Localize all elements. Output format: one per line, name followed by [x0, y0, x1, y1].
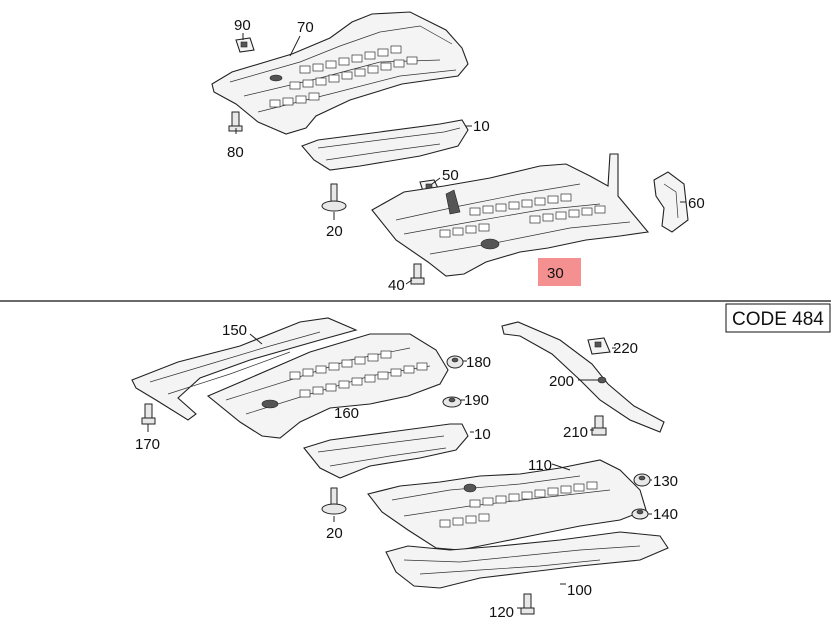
callout-20-lower[interactable]: 20 [326, 525, 343, 542]
part-40-screw[interactable] [410, 263, 425, 285]
callout-labels-upper: 90 70 80 10 50 60 20 30 40 [227, 17, 705, 294]
part-70-panel[interactable] [211, 11, 469, 135]
part-200-brace[interactable] [501, 321, 665, 433]
part-220-clip[interactable] [587, 337, 611, 355]
callout-90[interactable]: 90 [234, 17, 251, 34]
callout-30[interactable]: 30 [547, 265, 564, 282]
leader-lines-upper [235, 33, 686, 285]
part-10-trim-upper[interactable] [301, 119, 469, 171]
part-110-panel[interactable] [367, 459, 647, 551]
callout-20-upper[interactable]: 20 [326, 223, 343, 240]
part-100-shield[interactable] [385, 531, 669, 589]
callout-80[interactable]: 80 [227, 144, 244, 161]
code-label: CODE 484 [732, 309, 824, 330]
callout-70[interactable]: 70 [297, 19, 314, 36]
callout-220[interactable]: 220 [613, 340, 638, 357]
callout-150[interactable]: 150 [222, 322, 247, 339]
part-30-panel[interactable] [371, 153, 650, 277]
callout-130[interactable]: 130 [653, 473, 678, 490]
part-90-clip[interactable] [235, 37, 255, 53]
part-210-screw[interactable] [591, 415, 607, 436]
part-60-bracket[interactable] [653, 171, 689, 233]
callout-10-lower[interactable]: 10 [474, 426, 491, 443]
part-120-screw[interactable] [520, 593, 535, 615]
callout-170[interactable]: 170 [135, 436, 160, 453]
callout-10-upper[interactable]: 10 [473, 118, 490, 135]
part-150-panel[interactable] [131, 317, 358, 421]
part-20-screw-lower[interactable] [321, 487, 347, 515]
callout-120[interactable]: 120 [489, 604, 514, 621]
callout-180[interactable]: 180 [466, 354, 491, 371]
part-20-screw[interactable] [321, 183, 347, 212]
callout-40[interactable]: 40 [388, 277, 405, 294]
part-10-trim-lower[interactable] [303, 423, 469, 479]
part-130-nut[interactable] [633, 473, 651, 487]
callout-labels-lower: 150 180 190 160 170 10 20 220 200 210 11… [135, 322, 678, 621]
callout-160[interactable]: 160 [334, 405, 359, 422]
part-160-panel[interactable] [206, 333, 449, 439]
part-180-nut[interactable] [446, 355, 464, 369]
callout-110[interactable]: 110 [528, 457, 552, 474]
callout-100[interactable]: 100 [567, 582, 592, 599]
callout-210[interactable]: 210 [563, 424, 588, 441]
part-190-nut[interactable] [442, 396, 462, 408]
code-box [725, 303, 831, 333]
callout-60[interactable]: 60 [688, 195, 705, 212]
callout-140[interactable]: 140 [653, 506, 678, 523]
callout-50[interactable]: 50 [442, 167, 459, 184]
highlight-box-30 [538, 258, 581, 286]
callout-190[interactable]: 190 [464, 392, 489, 409]
leader-lines-lower [147, 333, 652, 609]
callout-200[interactable]: 200 [549, 373, 574, 390]
part-170-screw[interactable] [141, 403, 156, 425]
part-140-nut[interactable] [631, 508, 649, 520]
